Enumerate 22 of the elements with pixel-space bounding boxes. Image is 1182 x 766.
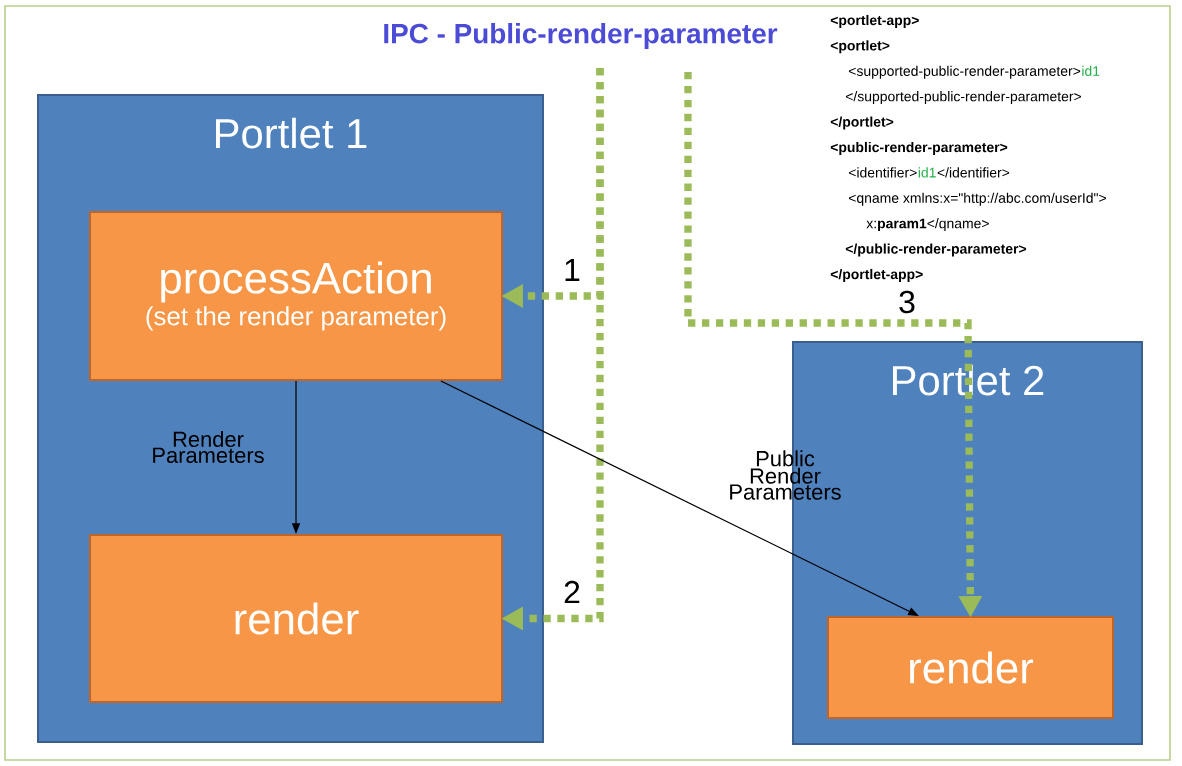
- code-text: <public-render-parameter>: [830, 141, 1008, 155]
- title: IPC - Public-render-parameter: [384, 23, 778, 49]
- edge-label: 2: [564, 580, 580, 604]
- code-text: id1: [918, 167, 936, 178]
- code-text: </identifier>: [937, 167, 1010, 178]
- code-text: <portlet-app>: [830, 14, 919, 28]
- code-text: </supported-public-render-parameter>: [845, 91, 1081, 105]
- edge-label: 3: [899, 290, 915, 314]
- edge-label: 1: [565, 259, 580, 281]
- process-box: processAction (set the render parameter): [89, 211, 503, 381]
- code-text: x:param1</qname>: [866, 218, 989, 232]
- code-text: </public-render-parameter>: [845, 243, 1027, 257]
- code-text: <portlet>: [830, 40, 890, 54]
- edge-label: Render Parameters: [153, 431, 264, 463]
- code-text: <supported-public-render-parameter>: [848, 65, 1081, 79]
- code-text: <qname xmlns:x="http://abc.com/userId">: [848, 192, 1106, 206]
- code-text: id1: [1082, 65, 1100, 76]
- process-box: render: [89, 533, 503, 703]
- code-text: <identifier>: [848, 167, 917, 178]
- code-text: </portlet-app>: [830, 268, 923, 282]
- code-text: </portlet>: [830, 116, 894, 130]
- process-box: render: [827, 616, 1114, 719]
